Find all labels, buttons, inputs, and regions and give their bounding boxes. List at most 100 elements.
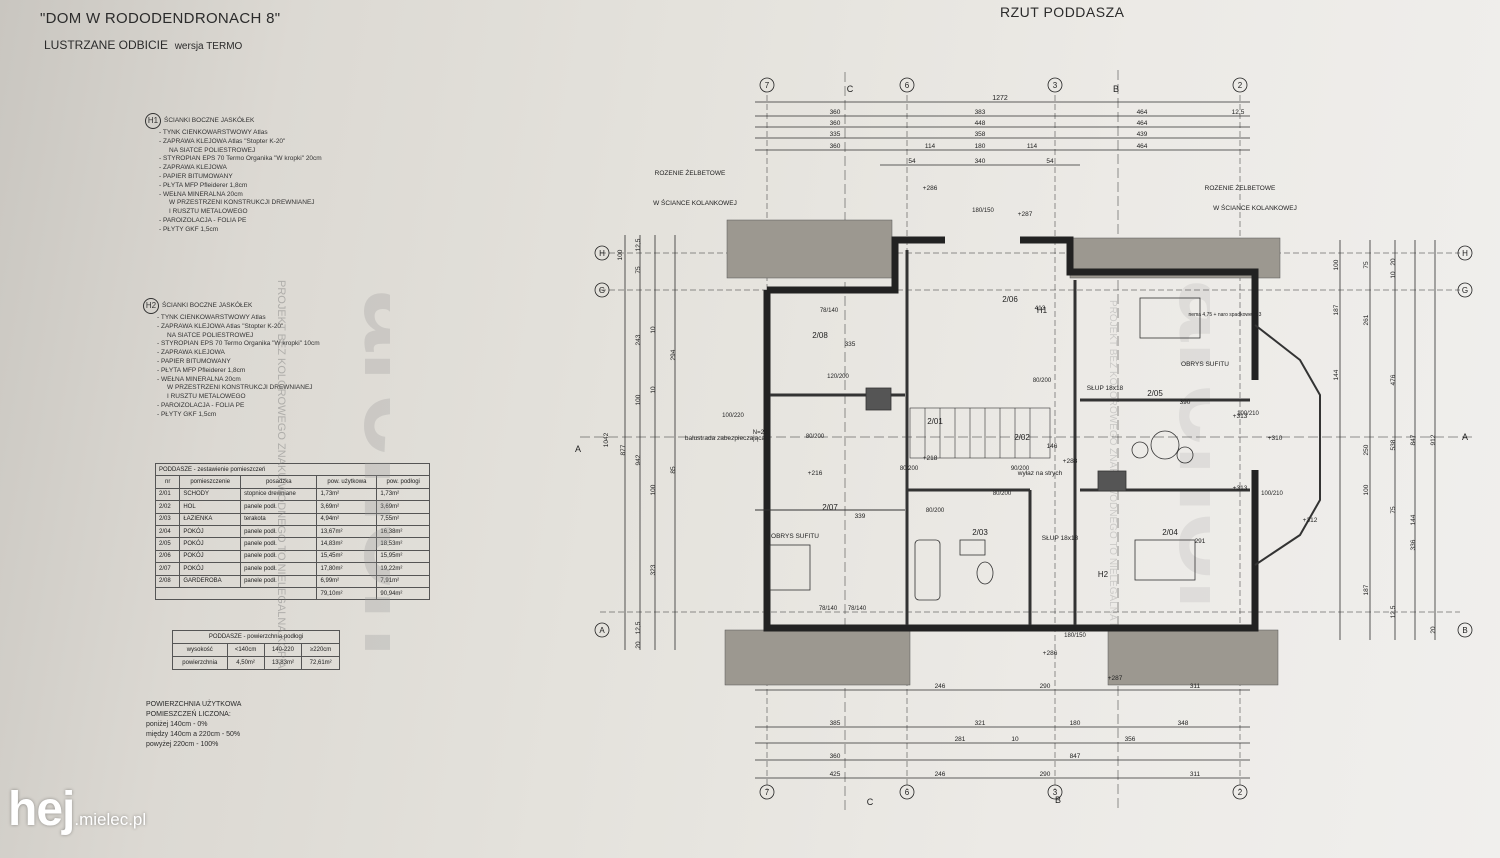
spec-item: - WEŁNA MINERALNA 20cm bbox=[159, 190, 243, 198]
spec-item: - PAROIZOLACJA - FOLIA PE bbox=[159, 216, 247, 224]
dim-value: 10 bbox=[1390, 271, 1397, 279]
project-title: "DOM W RODODENDRONACH 8" bbox=[40, 10, 281, 27]
dim-value: 358 bbox=[975, 131, 986, 138]
dim-value: 114 bbox=[925, 143, 936, 150]
room-dim: 291 bbox=[1195, 538, 1206, 545]
table-cell: 17,80m² bbox=[316, 562, 378, 576]
site-logo[interactable]: hej .mielec.pl bbox=[8, 782, 146, 837]
table-cell: panele podł. bbox=[240, 562, 318, 576]
subtitle-variant: LUSTRZANE ODBICIE bbox=[44, 38, 169, 52]
section-mark-A: A bbox=[1462, 432, 1468, 442]
door-tag: 80/200 bbox=[1033, 378, 1052, 384]
room-id-2-05: 2/05 bbox=[1147, 389, 1163, 398]
area-notes: POWIERZCHNIA UŻYTKOWA POMIESZCZEŃ LICZON… bbox=[146, 700, 241, 750]
dim-value: 942 bbox=[635, 454, 642, 465]
door-tag: 78/140 bbox=[820, 308, 839, 314]
outer-wall-top-right bbox=[1020, 236, 1259, 380]
dim-value: 100 bbox=[1333, 259, 1340, 270]
dim-value: 85 bbox=[670, 466, 677, 474]
plan-annotation: ROZENIE ŻELBETOWE bbox=[1205, 183, 1276, 192]
chair-icon bbox=[1131, 441, 1149, 459]
spec-item: - PAPIER BITUMOWANY bbox=[159, 172, 233, 180]
dim-value: 1042 bbox=[603, 432, 610, 447]
wall-type-H1: H1 bbox=[1037, 306, 1048, 315]
dim-value: 54 bbox=[1046, 158, 1054, 165]
table-cell: terakota bbox=[240, 512, 318, 526]
watermark-brand: archon bbox=[341, 290, 390, 657]
table-cell: 3,69m² bbox=[376, 500, 430, 514]
door-tag: 80/200 bbox=[806, 434, 825, 440]
chimney-icon bbox=[1097, 470, 1127, 492]
area-cell: 4,50m² bbox=[226, 656, 265, 670]
dim-value: 54 bbox=[908, 158, 916, 165]
table-cell: 2/02 bbox=[154, 500, 181, 514]
dim-value: 100 bbox=[635, 394, 642, 405]
axis-bubble-right bbox=[1457, 282, 1473, 298]
room-id-2-01: 2/01 bbox=[927, 417, 943, 426]
plan-annotation: ROZENIE ŻELBETOWE bbox=[655, 168, 726, 177]
bathtub-icon bbox=[914, 539, 941, 601]
watermark-brand: archon bbox=[1156, 280, 1210, 647]
table-cell: POKÓJ bbox=[179, 537, 242, 551]
outer-wall bbox=[763, 290, 1259, 632]
plan-annotation: +286 bbox=[923, 185, 938, 192]
spec-item: - ZAPRAWA KLEJOWA bbox=[157, 349, 225, 357]
axis-bubble-bottom bbox=[1232, 784, 1248, 800]
table-cell: 2/06 bbox=[154, 549, 181, 564]
section-mark-B: B bbox=[1055, 795, 1061, 805]
dim-value: 10 bbox=[1011, 736, 1019, 743]
total-use-area: 79,10m² bbox=[316, 586, 378, 601]
axis-bubble-top bbox=[899, 77, 915, 93]
area-cell: 72,61m² bbox=[301, 656, 340, 670]
dim-value: 75 bbox=[635, 266, 642, 274]
axis-bubble-left bbox=[594, 245, 610, 261]
dim-value: 464 bbox=[1137, 143, 1148, 150]
dim-value: 476 bbox=[1390, 374, 1397, 385]
dim-value: 323 bbox=[650, 564, 657, 575]
spec-item: - STYROPIAN EPS 70 Termo Organika "W kro… bbox=[157, 340, 320, 348]
table-cell: 14,83m² bbox=[316, 537, 378, 551]
dim-value: 439 bbox=[1137, 131, 1148, 138]
notes-subtitle: POMIESZCZEŃ LICZONA: bbox=[146, 711, 231, 718]
spec-item: - ZAPRAWA KLEJOWA Atlas "Stopter K-20" bbox=[159, 137, 286, 145]
dim-value: 356 bbox=[1125, 736, 1136, 743]
door-tag: 180/150 bbox=[1064, 633, 1086, 639]
dim-value: 114 bbox=[1027, 143, 1038, 150]
plan-annotation: +218 bbox=[923, 455, 938, 462]
axis-bubble-left bbox=[594, 282, 610, 298]
dim-value: 20 bbox=[1430, 626, 1437, 634]
area-cell: powierzchnia bbox=[172, 656, 228, 670]
spec-item: - PAPIER BITUMOWANY bbox=[157, 357, 231, 365]
plan-annotation: balustrada zabezpieczająca bbox=[685, 435, 766, 442]
room-id-2-02: 2/02 bbox=[1014, 433, 1030, 442]
dim-value: 246 bbox=[935, 771, 946, 778]
table-cell: 16,38m² bbox=[376, 524, 430, 539]
col-header: nr bbox=[154, 475, 181, 489]
spec-tag-h1: H1 bbox=[145, 113, 161, 129]
table-cell: 15,45m² bbox=[316, 549, 378, 564]
spec-item: I RUSZTU METALOWEGO bbox=[169, 208, 248, 216]
door-tag: 100/210 bbox=[1261, 491, 1283, 497]
floor-area-table: PODDASZE - powierzchnia podłogi wysokość… bbox=[172, 630, 340, 670]
table-cell: 19,22m² bbox=[376, 562, 430, 576]
table-cell: 2/08 bbox=[154, 574, 181, 588]
door-tag: 78/140 bbox=[819, 606, 838, 612]
dim-value: 311 bbox=[1190, 771, 1201, 778]
table-cell: 3,69m² bbox=[316, 500, 378, 514]
dim-value: 383 bbox=[975, 109, 986, 116]
plan-annotation: +313 bbox=[1233, 485, 1248, 492]
dim-value: 281 bbox=[955, 736, 966, 743]
table-cell: panele podł. bbox=[240, 500, 318, 514]
archon-watermark-left: archon PROJEKT BEZ KOLOROWEGO ZNAKU WODN… bbox=[275, 280, 390, 669]
dim-value: 360 bbox=[830, 109, 841, 116]
axis-bubble-right bbox=[1457, 245, 1473, 261]
room-id-2-06: 2/06 bbox=[1002, 295, 1018, 304]
roof-tiles-bottom-right bbox=[1107, 629, 1279, 686]
plan-annotation: SŁUP 18x18 bbox=[1042, 535, 1079, 542]
door-tag: 78/140 bbox=[848, 606, 867, 612]
spec-item: - PŁYTY GKF 1,5cm bbox=[159, 225, 219, 233]
